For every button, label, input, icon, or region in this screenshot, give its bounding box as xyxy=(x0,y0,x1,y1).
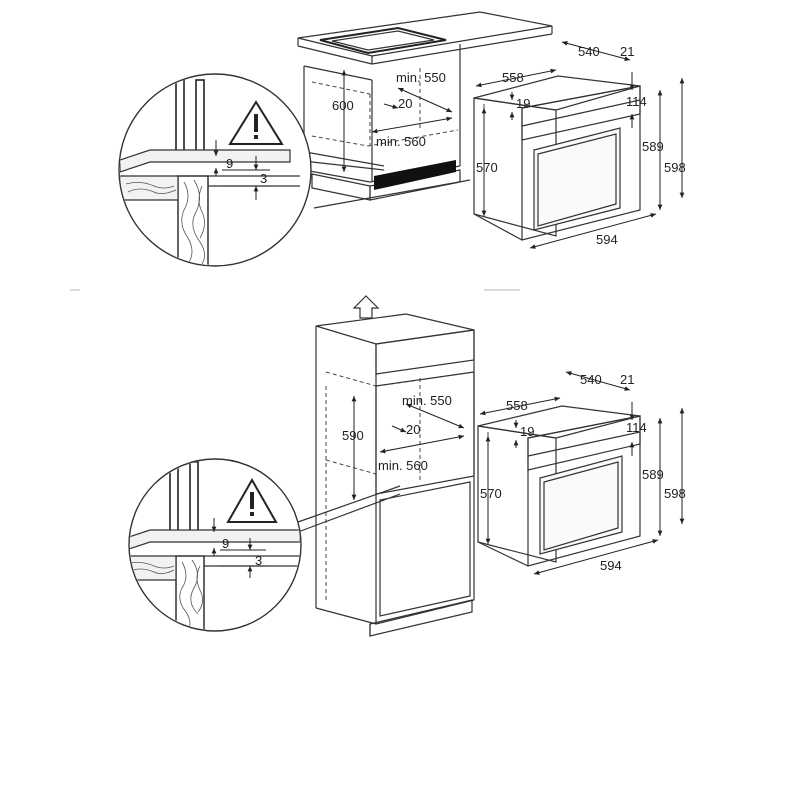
oven-top-label-19: 19 xyxy=(516,96,530,111)
oven-bottom-label-21: 21 xyxy=(620,372,634,387)
oven-top-label-594: 594 xyxy=(596,232,618,247)
oven-top-label-558: 558 xyxy=(502,70,524,85)
label-min-560-b: min. 560 xyxy=(378,458,428,473)
warning-triangle-icon xyxy=(228,100,284,145)
dimension-590: 590 xyxy=(342,396,364,500)
label-min-550: min. 550 xyxy=(396,70,446,85)
detail-leader-line-b xyxy=(297,485,401,523)
oven-bottom-label-540: 540 xyxy=(580,372,602,387)
detail-label-3: 3 xyxy=(260,171,267,186)
oven-top-label-598: 598 xyxy=(664,160,686,175)
oven-bottom-label-570: 570 xyxy=(480,486,502,501)
oven-bottom-label-589: 589 xyxy=(642,467,664,482)
worktop xyxy=(297,11,553,65)
oven-bottom-label-19: 19 xyxy=(520,424,534,439)
dimension-20-b: 20 xyxy=(391,422,420,437)
label-590: 590 xyxy=(342,428,364,443)
tall-cabinet xyxy=(315,313,475,637)
label-min-560: min. 560 xyxy=(376,134,426,149)
detail-label-3-b: 3 xyxy=(255,553,262,568)
oven-bottom-label-558: 558 xyxy=(506,398,528,413)
oven-top-label-21: 21 xyxy=(620,44,634,59)
oven-top-label-589: 589 xyxy=(642,139,664,154)
oven-bottom-dimensions: 540 21 558 19 114 570 589 598 594 xyxy=(479,371,686,575)
oven-top-label-570: 570 xyxy=(476,160,498,175)
tall-cabinet-installation: 590 min. 550 20 min. 560 xyxy=(128,295,686,637)
dimension-min-560: min. 560 xyxy=(371,116,453,149)
dimension-20: 20 xyxy=(383,96,412,111)
detail-label-9: 9 xyxy=(226,156,233,171)
hob xyxy=(319,26,447,55)
oven-bottom xyxy=(477,405,641,567)
oven-bottom-label-594: 594 xyxy=(600,558,622,573)
cabinet-niche xyxy=(303,44,471,209)
label-20: 20 xyxy=(398,96,412,111)
oven-bottom-label-114: 114 xyxy=(626,420,647,435)
label-600: 600 xyxy=(332,98,354,113)
oven-bottom-label-598: 598 xyxy=(664,486,686,501)
dimension-min-550: min. 550 xyxy=(396,70,453,113)
oven-top-label-114: 114 xyxy=(626,94,647,109)
oven-top-label-540: 540 xyxy=(578,44,600,59)
up-arrow-icon xyxy=(352,295,380,319)
dimension-600: 600 xyxy=(332,70,354,172)
dimension-min-560-b: min. 560 xyxy=(378,434,465,473)
ventilation-slot xyxy=(374,160,456,190)
under-counter-installation: 600 min. 550 20 min. 560 xyxy=(118,11,686,267)
oven-top xyxy=(473,75,641,241)
oven-top-dimensions: 540 21 558 19 114 570 589 598 594 xyxy=(475,41,686,249)
label-20-b: 20 xyxy=(406,422,420,437)
warning-triangle-icon xyxy=(226,477,278,523)
label-min-550-b: min. 550 xyxy=(402,393,452,408)
dimension-min-550-b: min. 550 xyxy=(402,393,465,429)
detail-label-9-b: 9 xyxy=(222,536,229,551)
detail-magnifier: 9 3 xyxy=(118,73,312,267)
detail-magnifier-b: 9 3 xyxy=(128,458,302,632)
